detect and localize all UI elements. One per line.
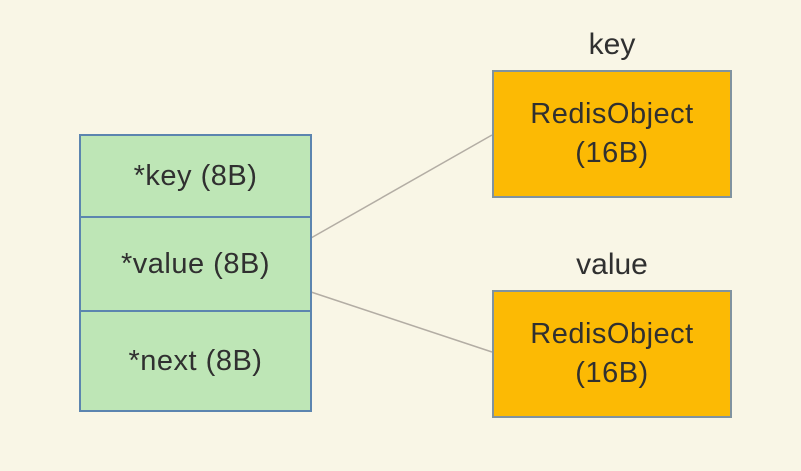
- key-object-caption: key: [588, 28, 636, 61]
- value-redis-object-size: (16B): [575, 357, 649, 389]
- key-redis-object-size: (16B): [575, 137, 649, 169]
- struct-cell-value: *value (8B): [81, 218, 310, 312]
- key-redis-object-box: RedisObject (16B): [492, 70, 732, 198]
- value-object-caption: value: [576, 248, 648, 281]
- value-redis-object-title: RedisObject: [530, 318, 694, 350]
- struct-cell-key-label: *key (8B): [133, 159, 258, 192]
- struct-cell-next: *next (8B): [81, 312, 310, 410]
- connector-to-value-object: [310, 291, 493, 353]
- struct-cell-key: *key (8B): [81, 136, 310, 218]
- key-redis-object-title: RedisObject: [530, 98, 694, 130]
- struct-cell-next-label: *next (8B): [128, 344, 263, 377]
- struct-cell-value-label: *value (8B): [121, 247, 270, 280]
- connector-to-key-object: [310, 134, 493, 239]
- dictentry-struct-box: *key (8B) *value (8B) *next (8B): [79, 134, 312, 412]
- value-redis-object-box: RedisObject (16B): [492, 290, 732, 418]
